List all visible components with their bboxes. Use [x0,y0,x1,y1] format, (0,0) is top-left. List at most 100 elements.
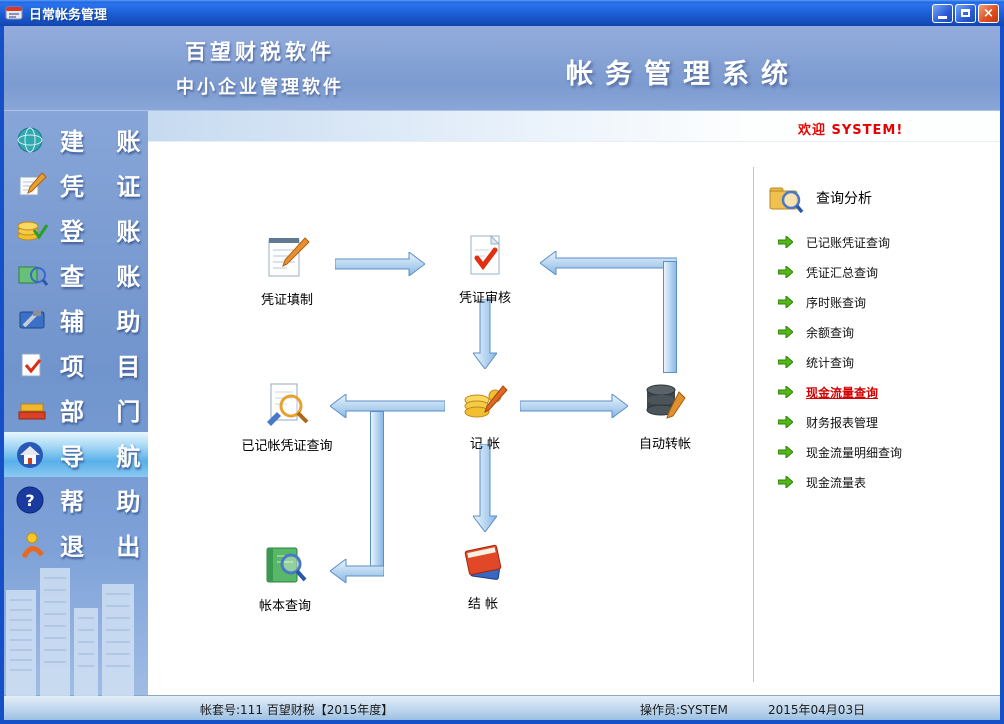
link-financial-report-management[interactable]: 财务报表管理 [762,407,1000,437]
minimize-button[interactable] [932,3,953,23]
green-arrow-icon [778,416,793,428]
sidebar-item-label: 查 账 [60,263,143,291]
link-voucher-summary-query[interactable]: 凭证汇总查询 [762,257,1000,287]
arrow-to-ledger-query [330,559,384,583]
maximize-button[interactable] [955,3,976,23]
document-check-icon [425,227,545,285]
book-magnifier-icon [18,266,48,286]
green-arrow-icon [778,266,793,278]
link-cash-flow-detail-query[interactable]: 现金流量明细查询 [762,437,1000,467]
flow-node-post[interactable]: 记 帐 [425,373,545,452]
query-analysis-header: 查询分析 [762,175,1000,221]
sidebar-item-auxiliary[interactable]: 辅 助 [4,297,148,342]
sidebar-item-project[interactable]: 项 目 [4,342,148,387]
sidebar-item-label: 项 目 [60,353,143,381]
arrow-fill-to-review [335,252,425,276]
check-page-icon [21,353,42,376]
date-info: 2015年04月03日 [768,703,866,717]
sidebar-item-label: 部 门 [60,398,143,426]
notepad-pen-icon [19,171,47,195]
sidebar-item-label: 帮 助 [60,488,143,516]
green-arrow-icon [778,296,793,308]
link-posted-voucher-query[interactable]: 已记账凭证查询 [762,227,1000,257]
database-pen-icon [605,373,725,431]
main-top-band [148,111,1000,142]
welcome-message: 欢迎 SYSTEM! [798,123,904,138]
arrow-review-to-post [473,299,497,369]
arrow-post-to-transfer [520,394,628,418]
link-chronological-ledger-query[interactable]: 序时账查询 [762,287,1000,317]
help-icon: ? [16,486,44,513]
brand-line2: 中小企业管理软件 [176,77,344,98]
flow-node-posted-voucher-query[interactable]: 已记帐凭证查询 [227,375,347,454]
flow-node-label: 记 帐 [469,437,501,452]
sidebar: 建 账 凭 证 登 账 查 账 辅 助 [4,111,148,696]
query-analysis-panel: 查询分析 已记账凭证查询 凭证汇总查询 序时账查询 [762,175,1000,497]
flow-node-close-accounts[interactable]: 结 帐 [423,533,543,612]
window-frame: 百望财税软件 中小企业管理软件 帐务管理系统 建 账 凭 证 登 账 [4,26,1000,720]
sidebar-item-register[interactable]: 登 账 [4,207,148,252]
sidebar-item-label: 退 出 [60,533,143,561]
flow-node-label: 自动转帐 [638,437,691,452]
query-links: 已记账凭证查询 凭证汇总查询 序时账查询 余额查询 [762,227,1000,497]
sidebar-item-voucher[interactable]: 凭 证 [4,162,148,207]
brand-block: 百望财税软件 中小企业管理软件 [142,36,378,99]
green-arrow-icon [778,386,793,398]
coins-check-icon [17,221,48,240]
maximize-icon [961,9,970,17]
main-area: 欢迎 SYSTEM! 凭证填制 凭证审核 [148,111,1000,696]
link-cash-flow-statement[interactable]: 现金流量表 [762,467,1000,497]
operator-info: 操作员:SYSTEM [640,703,728,717]
sidebar-item-help[interactable]: ? 帮 助 [4,477,148,522]
sidebar-item-navigation[interactable]: 导 航 [4,432,148,477]
connector-query-down [370,411,384,571]
account-set-info: 帐套号:111 百望财税【2015年度】 [200,703,394,717]
arrow-post-to-query [330,394,445,418]
connector-transfer-up [663,261,677,373]
arrow-post-to-close [473,444,497,532]
flow-node-voucher-review[interactable]: 凭证审核 [425,227,545,306]
flow-node-auto-transfer[interactable]: 自动转帐 [605,373,725,452]
system-title: 帐务管理系统 [566,59,800,90]
green-arrow-icon [778,476,793,488]
app-icon [5,6,23,20]
brand-line1: 百望财税软件 [185,40,335,64]
green-book-magnifier-icon [225,535,345,593]
sidebar-item-label: 登 账 [60,218,143,246]
query-analysis-title: 查询分析 [816,191,872,207]
title-bar[interactable]: 日常帐务管理 × [0,0,1004,26]
link-balance-query[interactable]: 余额查询 [762,317,1000,347]
building-silhouette [6,568,134,696]
sidebar-item-exit[interactable]: 退 出 [4,522,148,567]
flow-node-ledger-query[interactable]: 帐本查询 [225,535,345,614]
link-statistics-query[interactable]: 统计查询 [762,347,1000,377]
app-header: 百望财税软件 中小企业管理软件 帐务管理系统 [4,26,1000,111]
flow-node-label: 凭证审核 [458,291,511,306]
flow-node-voucher-fill[interactable]: 凭证填制 [227,229,347,308]
red-book-icon [423,533,543,591]
sidebar-item-label: 建 账 [60,128,143,156]
tools-icon [19,309,45,328]
exit-person-icon [21,532,45,558]
sidebar-item-label: 导 航 [60,443,143,471]
close-button[interactable]: × [978,3,999,23]
notepad-pen-icon [227,229,347,287]
document-magnifier-icon [227,375,347,433]
arrow-transfer-to-review [540,251,677,275]
sidebar-item-department[interactable]: 部 门 [4,387,148,432]
books-icon [18,403,46,419]
panel-divider [753,167,754,682]
flow-node-label: 凭证填制 [260,293,313,308]
status-bar: 帐套号:111 百望财税【2015年度】 操作员:SYSTEM 2015年04月… [4,695,1000,720]
flow-node-label: 帐本查询 [258,599,311,614]
link-cash-flow-query[interactable]: 现金流量查询 [762,377,1000,407]
green-arrow-icon [778,446,793,458]
sidebar-item-label: 辅 助 [60,308,143,336]
sidebar-menu: 建 账 凭 证 登 账 查 账 辅 助 [4,111,148,567]
sidebar-item-create-account[interactable]: 建 账 [4,117,148,162]
sidebar-item-audit[interactable]: 查 账 [4,252,148,297]
flow-node-label: 已记帐凭证查询 [241,439,333,454]
svg-text:?: ? [25,491,34,510]
green-arrow-icon [778,236,793,248]
